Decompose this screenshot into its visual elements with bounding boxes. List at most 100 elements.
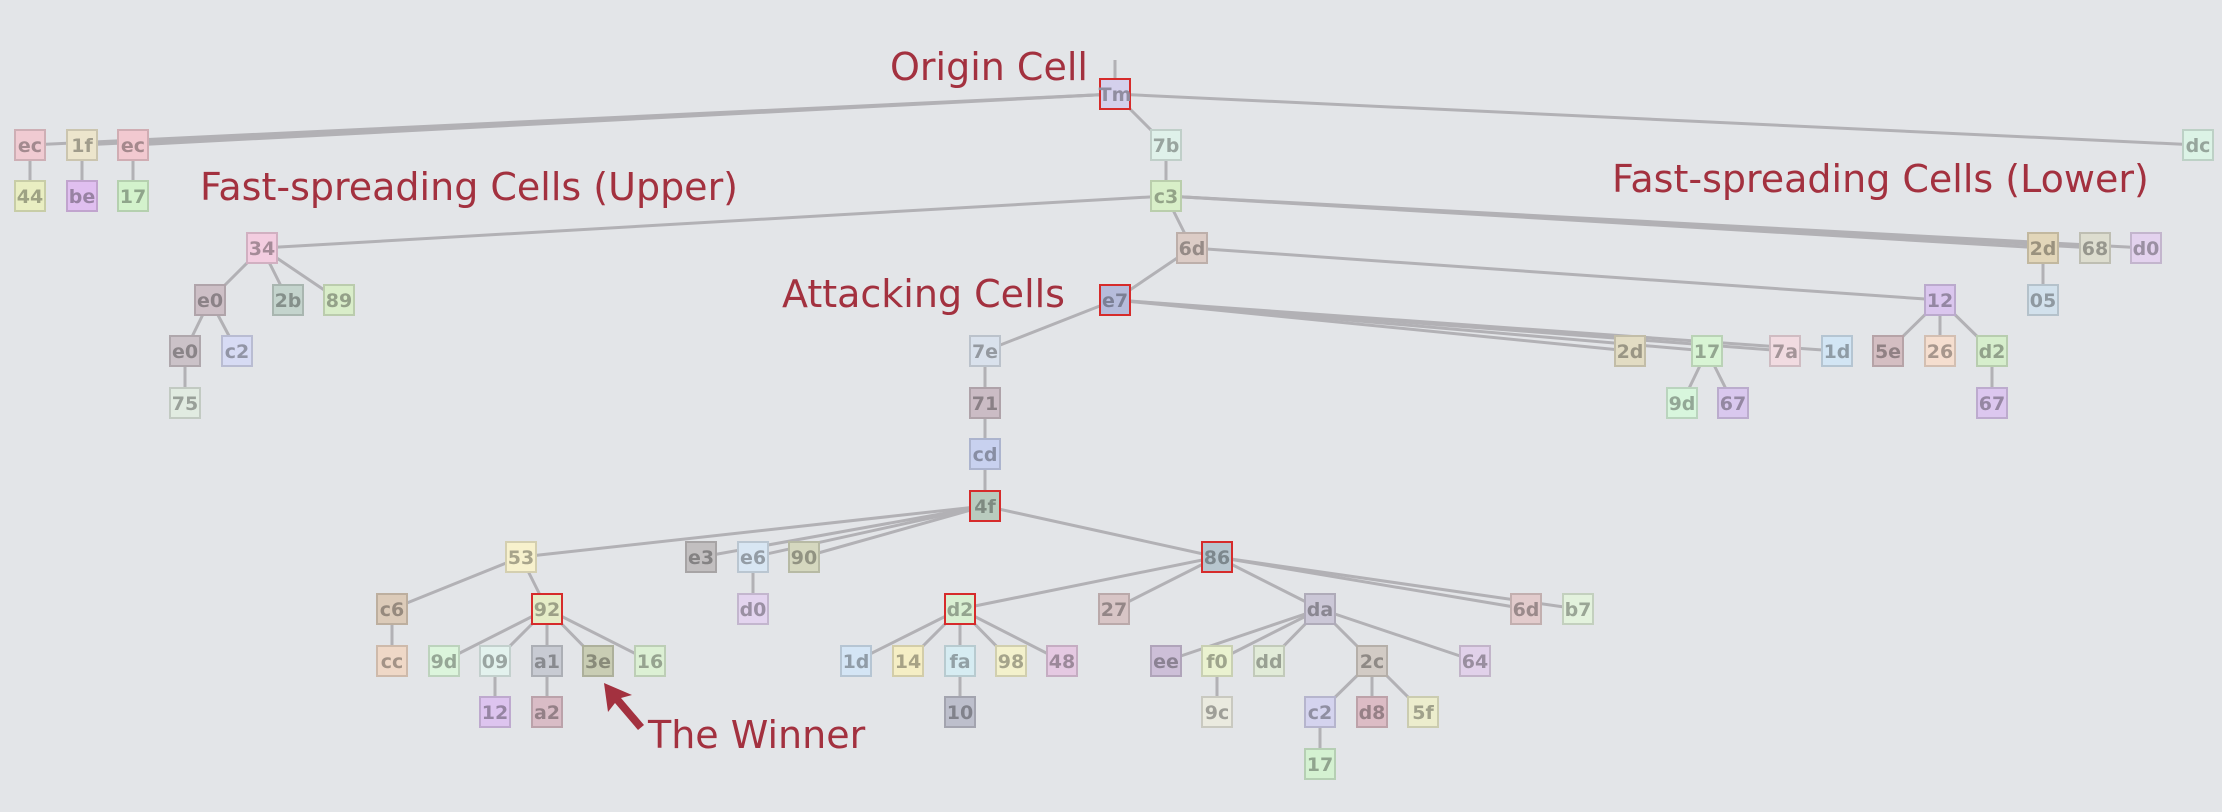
cell-box — [1099, 78, 1131, 110]
cell-box — [1099, 284, 1131, 316]
cell-box — [737, 541, 769, 573]
cell-label: 9d — [1669, 393, 1696, 415]
cell-box — [892, 645, 924, 677]
tree-edge — [1216, 555, 1321, 611]
cell-node-e0: e0 — [194, 284, 226, 316]
cell-node-6d: 6d — [1510, 593, 1542, 625]
cell-label: 2d — [2030, 238, 2057, 260]
cell-node-ec: ec — [117, 129, 149, 161]
cell-label: c2 — [225, 341, 249, 363]
tree-edge — [261, 194, 1167, 250]
cell-node-6d: 6d — [1176, 232, 1208, 264]
upper-spreading-label: Fast-spreading Cells (Upper) — [200, 165, 739, 209]
cell-label: ec — [18, 135, 42, 157]
cell-box — [944, 645, 976, 677]
cell-label: dc — [2186, 135, 2211, 157]
cell-box — [428, 645, 460, 677]
cell-label: 2d — [1617, 341, 1644, 363]
cell-node-da: da — [1304, 593, 1336, 625]
tree-edge — [1216, 607, 1321, 663]
tree-edge — [391, 555, 522, 611]
tree-edge — [1113, 555, 1218, 611]
cell-node-1d: 1d — [840, 645, 872, 677]
cell-box — [2027, 232, 2059, 264]
cell-node-a2: a2 — [531, 696, 563, 728]
cell-node-fa: fa — [944, 645, 976, 677]
cell-box — [169, 387, 201, 419]
cell-box — [531, 696, 563, 728]
cell-label: 6d — [1513, 599, 1540, 621]
cell-box — [969, 335, 1001, 367]
cell-label: a1 — [534, 651, 560, 673]
cell-node-12: 12 — [479, 696, 511, 728]
cell-label: 75 — [172, 393, 198, 415]
cell-box — [479, 696, 511, 728]
cell-box — [944, 593, 976, 625]
cell-node-17: 17 — [1304, 748, 1336, 780]
tree-edge — [984, 504, 1218, 559]
cell-node-5e: 5e — [1872, 335, 1904, 367]
cell-label: 27 — [1101, 599, 1127, 621]
cell-box — [1201, 645, 1233, 677]
cell-node-4f: 4f — [969, 490, 1001, 522]
cell-node-ec: ec — [14, 129, 46, 161]
cell-node-Tm: Tm — [1099, 78, 1131, 110]
cell-box — [1821, 335, 1853, 367]
cell-label: 7e — [972, 341, 998, 363]
winner-label: The Winner — [648, 713, 866, 757]
cell-box — [1976, 335, 2008, 367]
cell-node-9d: 9d — [1666, 387, 1698, 419]
cell-node-dc: dc — [2182, 129, 2214, 161]
cell-label: ee — [1153, 651, 1179, 673]
cell-box — [1356, 696, 1388, 728]
cell-box — [1717, 387, 1749, 419]
cell-node-17: 17 — [117, 180, 149, 212]
cell-label: 48 — [1049, 651, 1075, 673]
tree-edge — [959, 607, 1063, 663]
cell-box — [2182, 129, 2214, 161]
cell-label: 44 — [17, 186, 43, 208]
cell-node-2b: 2b — [272, 284, 304, 316]
cell-node-1d: 1d — [1821, 335, 1853, 367]
cell-label: d8 — [1359, 702, 1386, 724]
cell-label: 53 — [508, 547, 534, 569]
cell-node-d2: d2 — [1976, 335, 2008, 367]
cell-label: 1d — [1824, 341, 1851, 363]
cell-box — [1304, 593, 1336, 625]
cell-label: fa — [949, 651, 970, 673]
cell-node-2d: 2d — [1614, 335, 1646, 367]
cell-node-26: 26 — [1924, 335, 1956, 367]
cell-box — [1150, 645, 1182, 677]
cell-label: 2b — [275, 290, 302, 312]
cell-node-c2: c2 — [1304, 696, 1336, 728]
cell-box — [1150, 180, 1182, 212]
cell-label: 5f — [1412, 702, 1434, 724]
cell-box — [323, 284, 355, 316]
cell-node-2d: 2d — [2027, 232, 2059, 264]
cell-node-27: 27 — [1098, 593, 1130, 625]
tree-edge — [546, 607, 651, 663]
cell-label: d0 — [740, 599, 767, 621]
cell-node-67: 67 — [1976, 387, 2008, 419]
cell-node-3e: 3e — [582, 645, 614, 677]
cell-box — [969, 490, 1001, 522]
cell-label: 9d — [431, 651, 458, 673]
cell-label: b7 — [1565, 599, 1592, 621]
cell-box — [944, 696, 976, 728]
cell-node-cc: cc — [376, 645, 408, 677]
cell-box — [221, 335, 253, 367]
origin-cell-label: Origin Cell — [890, 45, 1088, 89]
cell-box — [2079, 232, 2111, 264]
tree-edge — [1191, 246, 1941, 302]
cell-node-67: 67 — [1717, 387, 1749, 419]
cell-box — [634, 645, 666, 677]
cell-box — [1562, 593, 1594, 625]
cell-label: d2 — [947, 599, 974, 621]
cell-box — [479, 645, 511, 677]
tree-edge — [443, 607, 548, 663]
winner-arrow-icon — [604, 683, 644, 730]
cell-box — [66, 129, 98, 161]
cell-label: e7 — [1102, 290, 1128, 312]
cell-box — [840, 645, 872, 677]
cell-node-c6: c6 — [376, 593, 408, 625]
